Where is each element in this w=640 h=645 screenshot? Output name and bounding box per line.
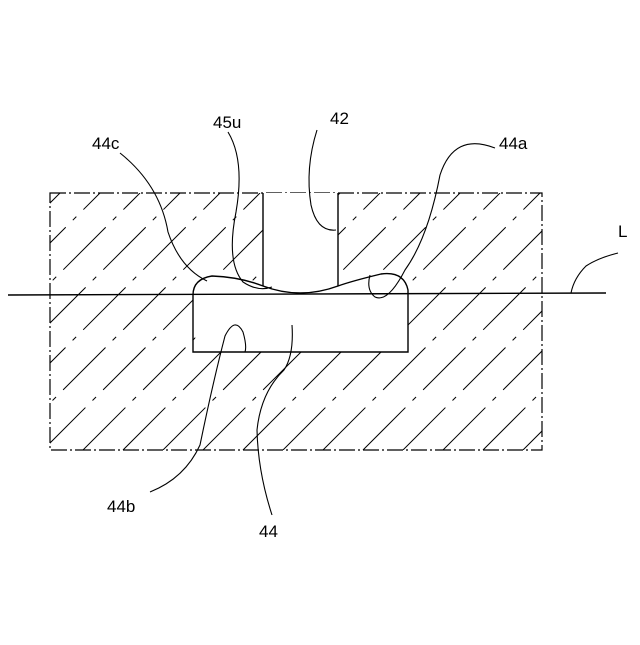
hatch-line — [0, 193, 220, 450]
label-44c: 44c — [92, 134, 120, 153]
hatch-line — [0, 193, 140, 450]
hatch-line — [0, 193, 180, 450]
label-L: L — [618, 222, 627, 241]
hatch-line — [483, 193, 640, 450]
label-45u: 45u — [213, 113, 241, 132]
leader-L — [571, 253, 618, 293]
label-44a: 44a — [499, 134, 528, 153]
leader-44 — [257, 325, 292, 515]
label-44b: 44b — [107, 497, 135, 516]
post-42-fill — [263, 193, 338, 286]
label-42: 42 — [330, 109, 349, 128]
leader-44c — [120, 153, 207, 281]
label-44: 44 — [259, 522, 278, 541]
